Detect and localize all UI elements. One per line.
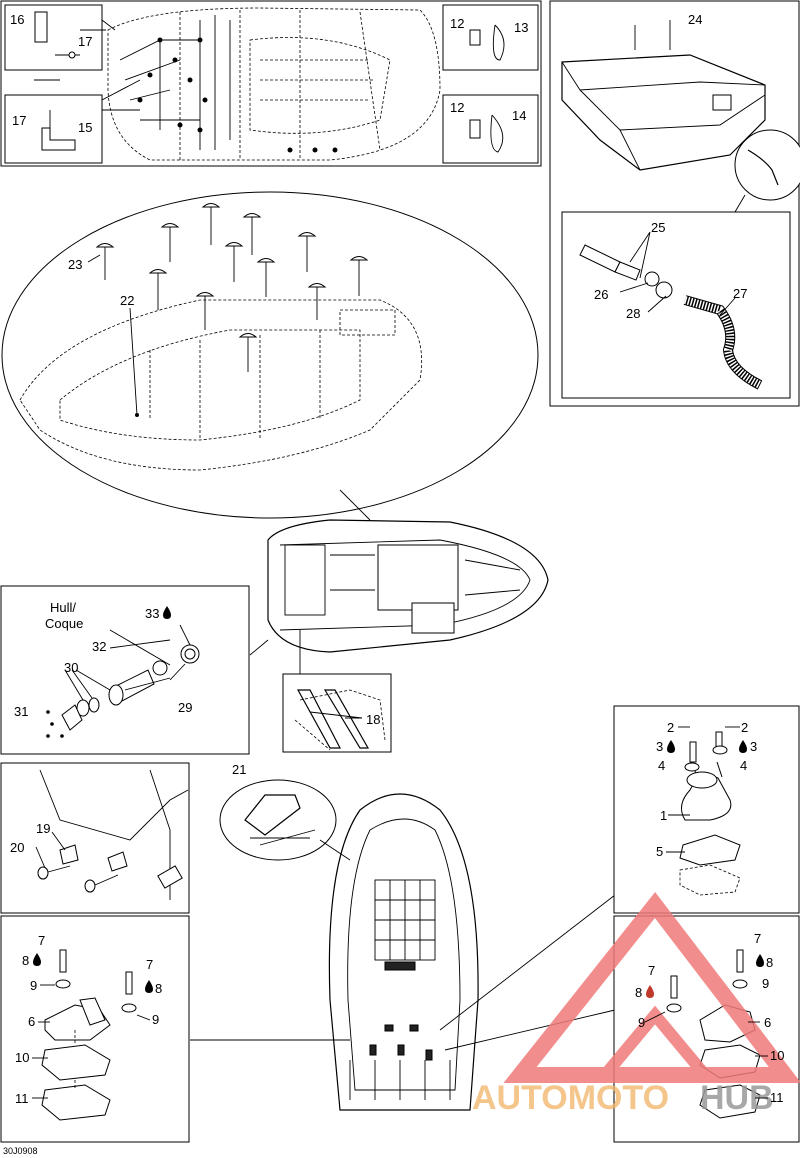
label-hull-2: Coque [45,616,83,631]
label-7a: 7 [38,933,45,948]
watermark-text-automoto: AUTOMOTO [472,1079,669,1117]
label-2a: 2 [667,720,674,735]
label-1: 1 [660,808,667,823]
panel-deck-fasteners [1,191,539,521]
label-4b: 4 [740,758,747,773]
hull-top-view [267,519,549,675]
panel-fastener-19-20 [0,762,190,914]
part-labels: 16 17 17 15 12 13 12 14 24 25 26 27 28 2… [3,12,784,1156]
label-13: 13 [514,20,528,35]
label-31: 31 [14,704,28,719]
label-21: 21 [232,762,246,777]
label-3a: 3 [656,739,663,754]
label-8d: 8 [635,985,642,1000]
label-26: 26 [594,287,608,302]
fastener-group [95,203,369,372]
label-19: 19 [36,821,50,836]
hull-bottom-view [190,779,616,1111]
label-11a: 11 [15,1091,29,1106]
label-4a: 4 [658,758,665,773]
label-18: 18 [366,712,380,727]
oil-drop-icon [667,740,675,753]
oil-drop-icon [756,954,764,967]
label-8a: 8 [22,953,29,968]
label-7c: 7 [754,931,761,946]
label-15: 15 [78,120,92,135]
oil-drop-icon [163,606,171,619]
oil-drop-icon [739,740,747,753]
oil-drop-icon [145,980,153,993]
label-24: 24 [688,12,702,27]
label-11b: 11 [770,1090,784,1105]
label-30: 30 [64,660,78,675]
label-12a: 12 [450,16,464,31]
panel-storage-bin [549,0,800,407]
label-29: 29 [178,700,192,715]
label-22: 22 [120,293,134,308]
label-9b: 9 [152,1012,159,1027]
panel-wiring-overview [0,0,542,167]
label-28: 28 [626,306,640,321]
label-9a: 9 [30,978,37,993]
label-14: 14 [512,108,526,123]
label-17a: 17 [78,34,92,49]
label-27: 27 [733,286,747,301]
oil-drop-icon [33,953,41,966]
label-5: 5 [656,844,663,859]
label-9d: 9 [638,1015,645,1030]
label-6b: 6 [764,1015,771,1030]
leader-lines [32,29,768,1099]
label-9c: 9 [762,976,769,991]
panel-motor-mount-front [613,705,800,914]
diagram-code: 30J0908 [3,1146,38,1156]
watermark-logo: AUTOMOTO HUB [472,891,800,1117]
label-2b: 2 [741,720,748,735]
watermark-triangle [503,891,800,1083]
panel-motor-mount-left [0,915,190,1143]
label-8c: 8 [766,955,773,970]
panel-drain-plug [0,585,269,755]
label-12b: 12 [450,100,464,115]
label-20: 20 [10,840,24,855]
label-7b: 7 [146,957,153,972]
label-17b: 17 [12,113,26,128]
label-25: 25 [651,220,665,235]
label-7d: 7 [648,963,655,978]
label-hull-1: Hull/ [50,600,76,615]
label-3b: 3 [750,739,757,754]
label-6a: 6 [28,1014,35,1029]
label-23: 23 [68,257,82,272]
label-32: 32 [92,639,106,654]
label-33: 33 [145,606,159,621]
label-16: 16 [10,12,24,27]
label-10b: 10 [770,1048,784,1063]
label-10a: 10 [15,1050,29,1065]
oil-drop-icon [646,985,654,998]
label-8b: 8 [155,981,162,996]
panel-strip [282,673,392,753]
